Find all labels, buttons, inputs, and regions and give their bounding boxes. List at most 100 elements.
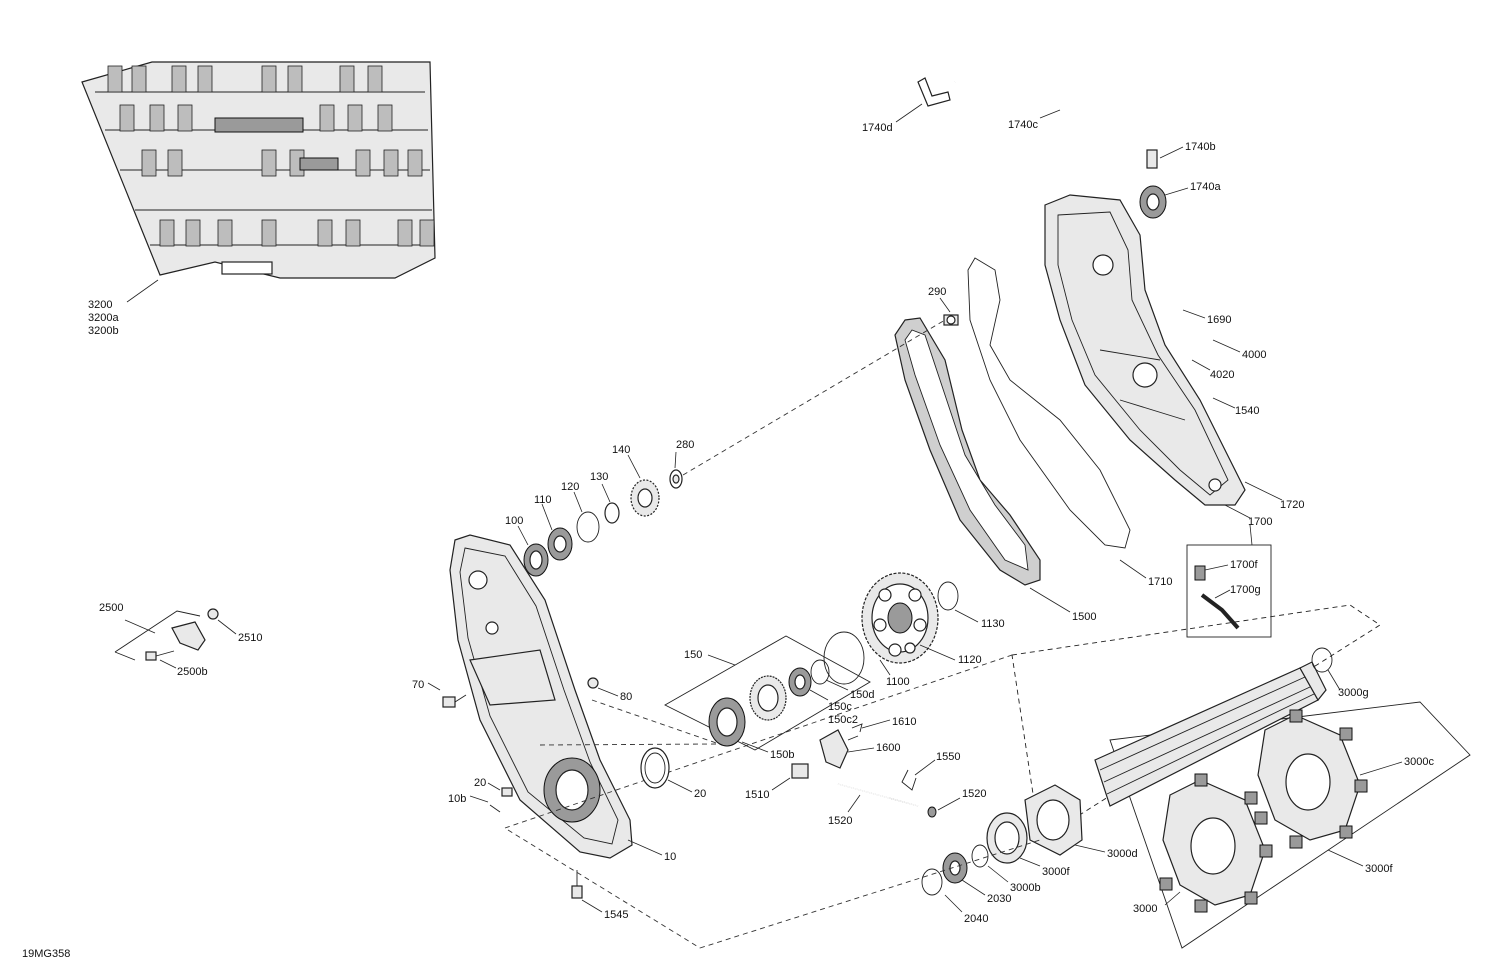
outer-cover-1700	[1044, 194, 1246, 506]
label-1500: 1500	[1072, 611, 1096, 623]
label-150c: 150c	[828, 701, 852, 713]
label-1740b: 1740b	[1185, 141, 1216, 153]
seal-100	[523, 543, 549, 577]
rod-1520	[837, 783, 919, 807]
label-1510: 1550	[936, 751, 960, 763]
label-4020: 4020	[1210, 369, 1234, 381]
vent-hose-1740	[917, 64, 1167, 219]
label-10b: 10b	[448, 793, 466, 805]
label-20: 20	[474, 777, 486, 789]
label-150b: 150b	[770, 749, 794, 761]
label-1140: 1130	[981, 618, 1005, 630]
label-70: 70	[412, 679, 424, 691]
nut-280	[669, 469, 683, 489]
label-150c2: 150c2	[828, 714, 858, 726]
label-3000: 3000f	[1365, 863, 1393, 875]
seal-1100	[640, 747, 670, 789]
seal-3000f	[986, 812, 1028, 864]
label-2040: 2030	[987, 893, 1011, 905]
label-1700: 1700	[1248, 516, 1272, 528]
circlip-2030	[971, 844, 989, 868]
sprocket-3000c	[1254, 709, 1368, 849]
bolt-70	[442, 694, 467, 708]
circlip-1140	[937, 581, 959, 611]
chain-1500	[894, 317, 1041, 586]
gear-2040	[942, 852, 968, 884]
diagram-id: 19MG358	[22, 948, 70, 960]
circlip-120	[576, 511, 600, 543]
block-1600	[791, 763, 809, 779]
label-2050: 2040	[964, 913, 988, 925]
label-1130: 1120	[958, 654, 982, 666]
label-2510: 2510	[238, 632, 262, 644]
label-3200: 3200	[88, 299, 112, 311]
label-1600: 1510	[745, 789, 769, 801]
label-1610: 1600	[876, 742, 900, 754]
label-120: 120	[561, 481, 579, 493]
bearing-150c2	[788, 667, 812, 697]
label-150d: 150d	[850, 689, 874, 701]
label-1520: 1520	[828, 815, 852, 827]
label-110: 110	[534, 494, 552, 506]
label-3000g: 3000g	[1338, 687, 1369, 699]
circlip-2050	[921, 868, 943, 896]
label-150: 150	[684, 649, 702, 661]
gear-1130	[861, 572, 939, 664]
label-1100: 20	[694, 788, 706, 800]
needle-bearing-150c	[749, 675, 787, 721]
label-3000f: 3000f	[1042, 866, 1070, 878]
label-2030: 3000b	[1010, 882, 1041, 894]
shaft-3000	[1094, 661, 1327, 807]
inner-case-10	[449, 534, 633, 859]
track-3200	[81, 61, 436, 279]
label-2500b: 2500b	[177, 666, 208, 678]
label-1700g: 1700g	[1230, 584, 1261, 596]
label-1720: 1720	[1280, 499, 1304, 511]
label-3000c: 3000c	[1404, 756, 1434, 768]
label-1740a: 1740a	[1190, 181, 1221, 193]
label-280: 280	[676, 439, 694, 451]
label-4000: 4000	[1242, 349, 1266, 361]
bearing-110	[547, 527, 573, 561]
label-290: 290	[928, 286, 946, 298]
label-1690: 1690	[1207, 314, 1231, 326]
label-1740d: 1740d	[862, 122, 893, 134]
label-2500: 2500	[99, 602, 123, 614]
clip-1650	[851, 723, 863, 733]
pin-10b	[489, 804, 501, 813]
bolt-20	[501, 787, 513, 797]
label-1700f: 1700f	[1230, 559, 1258, 571]
bolt-290	[943, 314, 959, 326]
oring-3000g	[1311, 647, 1333, 673]
gasket-1710	[967, 257, 1131, 549]
label-1120: 1100	[886, 676, 910, 688]
label-1740c: 1740c	[1008, 119, 1038, 131]
oring-1550	[927, 806, 937, 818]
label-1650: 1610	[892, 716, 916, 728]
label-3200b: 3200b	[88, 325, 119, 337]
label-1540: 1540	[1235, 405, 1259, 417]
label-3000d: 3000d	[1107, 848, 1138, 860]
label-130: 130	[590, 471, 608, 483]
pin-1510	[901, 769, 917, 791]
label-1710: 1710	[1148, 576, 1172, 588]
label-3200a: 3200a	[88, 312, 119, 324]
tensioner-1610	[819, 729, 859, 769]
housing-3000d	[1024, 784, 1083, 856]
label-80: 80	[620, 691, 632, 703]
sprocket-3000b	[1159, 773, 1273, 913]
label-1545: 1545	[604, 909, 628, 921]
seal-150b	[708, 697, 746, 747]
label-140: 140	[612, 444, 630, 456]
inset-box-1700	[1186, 544, 1272, 638]
bracket-2500	[145, 608, 219, 661]
label-100: 100	[505, 515, 523, 527]
circlip-150d	[810, 659, 830, 685]
sprocket-140	[630, 479, 660, 517]
spacer-130	[604, 502, 620, 524]
circlip-1120-ring	[823, 631, 865, 685]
bolt-80	[587, 677, 599, 689]
label-3000b: 3000	[1133, 903, 1157, 915]
label-10: 10	[664, 851, 676, 863]
